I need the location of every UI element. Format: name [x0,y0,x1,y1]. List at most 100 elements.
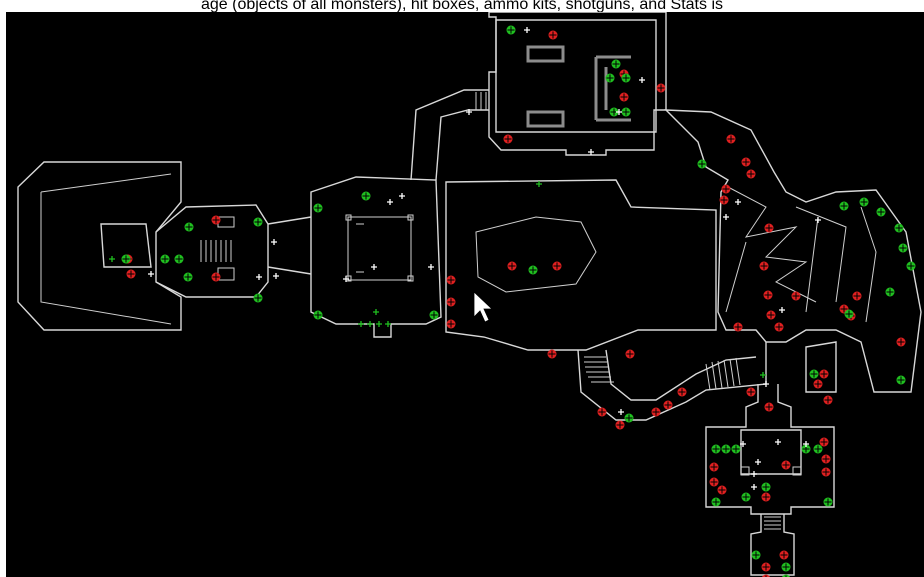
stairs-south-east [705,357,741,391]
monster-marker [619,92,629,102]
monster-marker [761,562,771,572]
item-marker [896,375,906,385]
player-start-marker [735,199,741,205]
player-start-marker [271,239,277,245]
item-marker [859,197,869,207]
stairs-west-center [200,240,232,262]
wall-east-nook [805,341,837,393]
item-marker [611,59,621,69]
monster-marker [211,272,221,282]
monster-marker [709,477,719,487]
monster-marker [819,369,829,379]
player-start-marker [815,217,821,223]
monster-marker [446,275,456,285]
stairs-top-corridor [475,92,487,110]
monster-marker [547,349,557,359]
monster-marker [719,195,729,205]
item-marker [121,254,131,264]
item-marker [813,444,823,454]
item-marker [761,482,771,492]
item-marker [429,310,439,320]
monster-marker [791,291,801,301]
item-marker [711,497,721,507]
player-start-marker [466,109,472,115]
automap-canvas[interactable] [6,12,924,577]
monster-marker [507,261,517,271]
monster-marker [746,169,756,179]
item-marker [624,413,634,423]
monster-marker [552,261,562,271]
wall-east-lines [725,216,819,313]
monster-marker [709,462,719,472]
caption-label: age (objects of all monsters), hit boxes… [200,0,723,13]
monster-marker [774,322,784,332]
player-start-marker [428,264,434,270]
item-marker [313,203,323,213]
item-marker [741,492,751,502]
player-start-marker [723,214,729,220]
top-room-bracket [594,55,631,122]
item-marker [361,191,371,201]
monster-marker [759,261,769,271]
player-start-marker [376,321,382,327]
player-start-marker [358,321,364,327]
item-marker [183,272,193,282]
monster-marker [766,310,776,320]
automap-view[interactable] [6,12,924,577]
monster-marker [764,223,774,233]
player-start-marker [373,309,379,315]
monster-marker [677,387,687,397]
player-start-marker [273,273,279,279]
monster-marker [823,395,833,405]
player-start-marker [109,256,115,262]
item-marker [528,265,538,275]
item-marker [781,562,791,572]
player-start-marker [755,459,761,465]
player-start-marker [751,484,757,490]
wall-central-hall [445,179,717,351]
player-start-marker [343,276,349,282]
player-start-marker [371,264,377,270]
wall-south-corridor [577,342,767,421]
item-marker [906,261,916,271]
item-marker [711,444,721,454]
item-marker [809,369,819,379]
wall-east-region [664,109,922,393]
wall-corridor-a [267,216,312,275]
item-marker [605,73,615,83]
monster-marker [761,492,771,502]
stairs-south-west [584,356,614,383]
wall-central-west-room [310,176,442,338]
player-start-marker [775,439,781,445]
monster-marker [548,30,558,40]
wall-west-alcove [100,223,152,268]
player-start-marker [803,441,809,447]
map-walls [17,12,922,576]
monster-marker [446,297,456,307]
monster-marker [819,437,829,447]
wall-east-zigzag [727,186,877,323]
monster-marker [746,387,756,397]
monster-marker [721,184,731,194]
monster-marker [779,550,789,560]
wall-north-corridor [410,89,489,181]
item-marker [751,550,761,560]
monster-marker [503,134,513,144]
item-marker [839,201,849,211]
wall-central-west-inner [347,216,412,281]
player-start-marker [740,441,746,447]
player-start-marker [763,381,769,387]
wall-west-center-room [155,204,269,298]
wall-top-room-inner [495,19,657,133]
player-start-marker [148,271,154,277]
monster-marker [896,337,906,347]
map-things [109,25,916,577]
item-marker [621,107,631,117]
monster-marker [733,322,743,332]
monster-marker [813,379,823,389]
player-start-marker [751,471,757,477]
item-marker [253,217,263,227]
monster-marker [597,407,607,417]
top-room-block-1 [526,45,565,63]
player-start-marker [399,193,405,199]
